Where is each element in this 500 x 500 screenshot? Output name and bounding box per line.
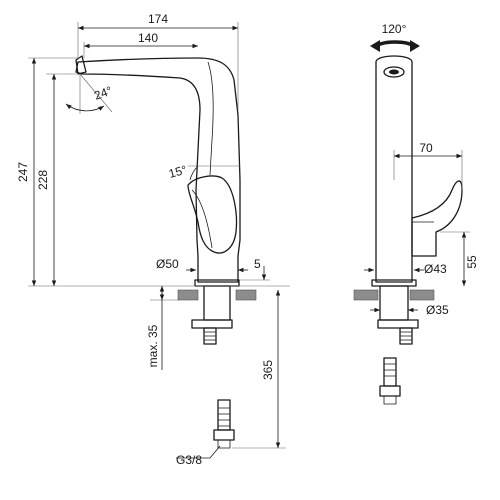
dim-174-label: 174 (148, 12, 168, 26)
side-aerator-core (389, 69, 399, 75)
spout-angle-ray (79, 73, 113, 113)
dim-d43-label: Ø43 (424, 262, 447, 276)
swivel-arrow-left (370, 40, 380, 52)
hose-end-fitting (217, 399, 231, 431)
dim-247-label: 247 (16, 162, 30, 182)
dim-140-label: 140 (138, 31, 158, 45)
lever-angle-arc (189, 165, 199, 181)
swivel-arrow-right (410, 40, 420, 52)
dim-365-label: 365 (261, 360, 275, 380)
spout-body (75, 57, 241, 283)
side-hose-end-nut (379, 385, 401, 397)
swivel-angle-label: 120° (382, 22, 407, 36)
hose-end-nut (213, 429, 235, 441)
side-hose-thread (400, 331, 412, 341)
side-base-rosette (371, 279, 417, 287)
dim-g38-leader (209, 445, 221, 459)
dim-5-label: 5 (254, 257, 261, 271)
front-view: 174 140 247 228 24° 15° Ø50 5 (16, 12, 290, 467)
dim-d50-label: Ø50 (156, 257, 179, 271)
side-fixing-plate (377, 319, 419, 329)
dim-55-label: 55 (465, 255, 479, 269)
deck-left (177, 289, 199, 301)
side-hose-end-fitting (383, 357, 397, 387)
spout-angle-arc (65, 103, 105, 112)
fixing-plate (191, 319, 233, 329)
deck-right (235, 289, 257, 301)
threaded-shank (203, 285, 231, 321)
dim-70-label: 70 (419, 141, 433, 155)
lever-edge-line (191, 189, 213, 249)
hose-end-thread (218, 407, 230, 427)
spout-angle-label: 24° (92, 83, 114, 102)
side-deck-left (353, 289, 379, 301)
dim-max35-label: max. 35 (146, 324, 160, 367)
hose-thread (204, 331, 216, 341)
side-hose-end-thread (384, 363, 396, 377)
side-threaded-shank (379, 285, 409, 321)
dim-228-label: 228 (36, 170, 50, 190)
side-hose-end-cap (383, 396, 397, 405)
lever-handle (187, 175, 238, 254)
lever-angle-label: 15° (167, 163, 188, 181)
swivel-arc (374, 40, 416, 48)
side-aerator (383, 66, 405, 78)
aerator-tip (75, 55, 87, 75)
base-rosette (194, 279, 240, 287)
side-deck-right (409, 289, 435, 301)
dim-d35-label: Ø35 (426, 303, 449, 317)
hose-end-cap (217, 440, 231, 449)
side-lever (411, 180, 463, 257)
spout-edge-line (207, 61, 214, 176)
dim-g38-label: G3/8 (176, 453, 202, 467)
side-view: 120° 70 55 Ø43 Ø35 (353, 22, 479, 405)
